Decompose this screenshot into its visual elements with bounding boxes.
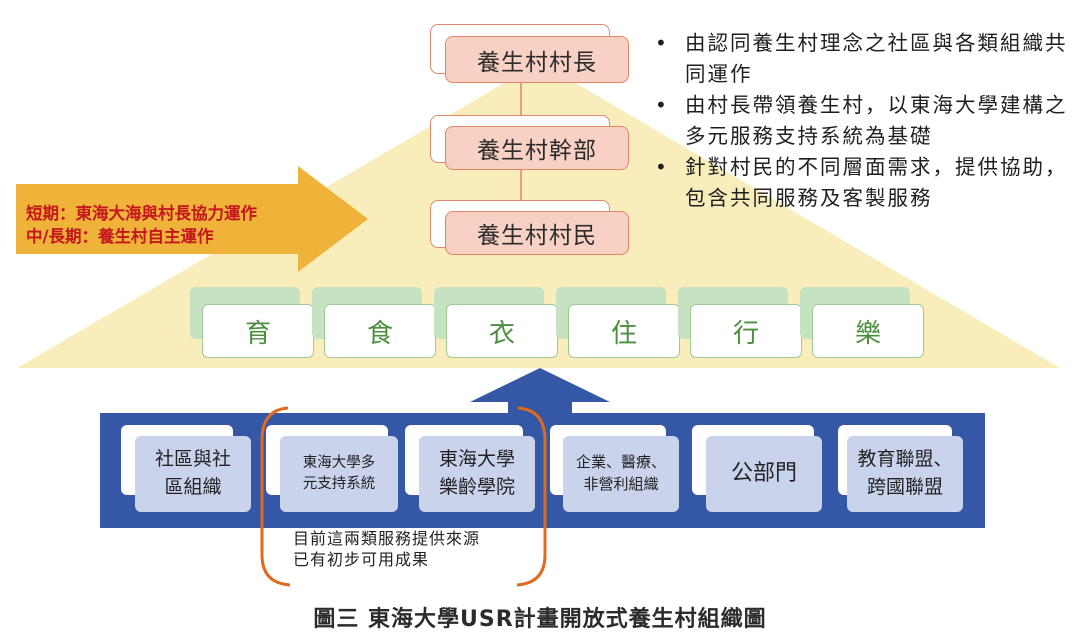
bullet-dot-icon: • xyxy=(655,31,669,55)
bracket-note-line2: 已有初步可用成果 xyxy=(293,550,430,569)
org-enterprise-line2: 非營利組織 xyxy=(583,475,659,493)
bracket-note-line1: 目前這兩類服務提供來源 xyxy=(293,529,481,548)
org-thu-system-line2: 元支持系統 xyxy=(302,476,376,492)
long-term-label: 中/長期：養生村自主運作 xyxy=(26,227,214,246)
village-villagers-label: 養生村村民 xyxy=(445,211,629,255)
org-edu-line2: 跨國聯盟 xyxy=(866,476,943,498)
principles-list: • 由認同養生村理念之社區與各類組織共同運作 • 由村長帶領養生村，以東海大學建… xyxy=(655,28,1073,214)
bullet-dot-icon: • xyxy=(655,155,669,179)
org-enterprise-line1: 企業、醫療、 xyxy=(575,453,666,472)
org-community-line2: 區組織 xyxy=(164,476,222,498)
timeline-arrow-text: 短期：東海大海與村長協力運作 中/長期：養生村自主運作 xyxy=(26,202,257,248)
org-community-line1: 社區與社 xyxy=(154,448,231,471)
principle-item: • 由認同養生村理念之社區與各類組織共同運作 xyxy=(655,28,1073,90)
bullet-dot-icon: • xyxy=(655,93,669,117)
org-thu-ageing-line2: 樂齡學院 xyxy=(438,476,515,498)
short-term-label: 短期：東海大海與村長協力運作 xyxy=(26,204,257,223)
org-thu-ageing-line1: 東海大學 xyxy=(438,448,515,471)
org-edu-line1: 教育聯盟、 xyxy=(857,448,953,471)
bracket-note: 目前這兩類服務提供來源 已有初步可用成果 xyxy=(293,528,480,570)
org-thu-system-line1: 東海大學多 xyxy=(302,454,376,471)
principle-item: • 針對村民的不同層面需求，提供協助，包含共同服務及客製服務 xyxy=(655,152,1073,214)
figure-caption: 圖三 東海大學USR計畫開放式養生村組織圖 xyxy=(313,607,767,632)
org-public-label: 公部門 xyxy=(706,436,822,512)
village-cadre-label: 養生村幹部 xyxy=(445,126,629,170)
timeline-arrow xyxy=(16,166,368,272)
village-head-label: 養生村村長 xyxy=(445,36,629,83)
principle-item: • 由村長帶領養生村，以東海大學建構之多元服務支持系統為基礎 xyxy=(655,90,1073,152)
